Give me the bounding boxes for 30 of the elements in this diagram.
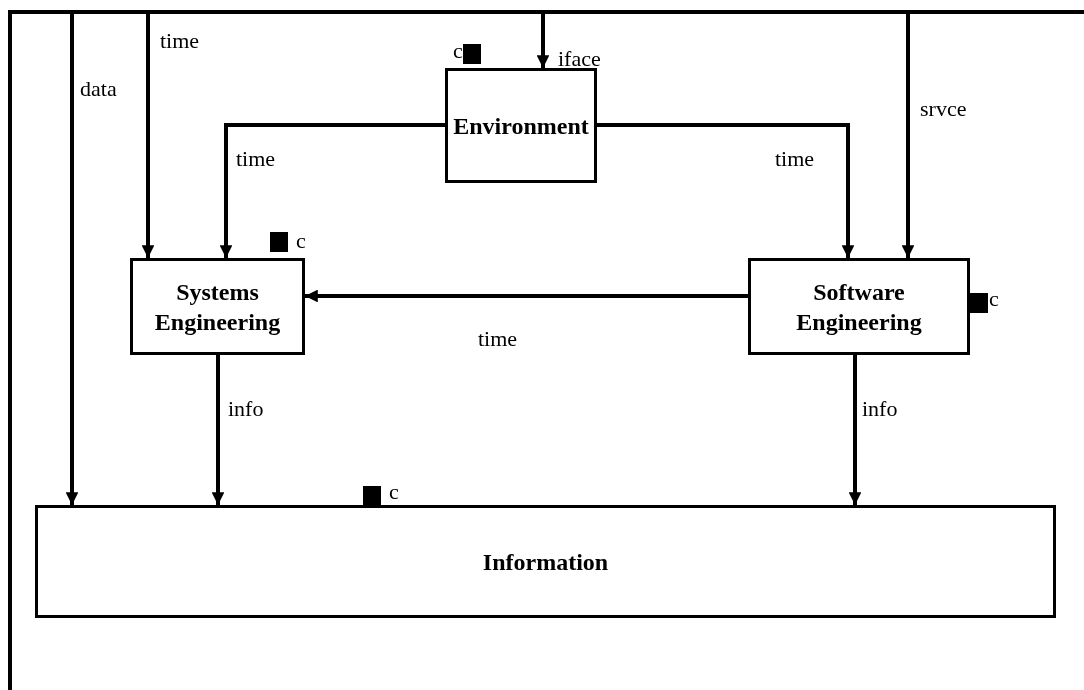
- connector-label: c: [453, 40, 463, 62]
- arrow: [848, 355, 862, 505]
- arrow: [211, 355, 225, 505]
- connector-label: c: [389, 481, 399, 503]
- node-title: Information: [482, 547, 609, 577]
- edge-label: iface: [558, 48, 601, 70]
- process-box: [35, 505, 1056, 618]
- arrow: [219, 123, 445, 258]
- edge-label: time: [160, 30, 200, 52]
- node-title: Environment: [453, 111, 589, 141]
- arrow: [901, 14, 915, 258]
- node-title: Systems Engineering: [153, 277, 282, 337]
- process-box: [748, 258, 970, 355]
- connector-label: c: [989, 288, 999, 310]
- arrow: [141, 14, 155, 258]
- edge-label: data: [80, 78, 117, 100]
- process-box: [445, 68, 597, 183]
- arrow: [536, 14, 550, 68]
- arrow: [305, 289, 748, 303]
- connector-label: c: [296, 230, 306, 252]
- arrow: [65, 14, 79, 505]
- edge-label: time: [478, 328, 518, 350]
- process-box: [130, 258, 305, 355]
- edge-label: info: [862, 398, 898, 420]
- edge-label: time: [775, 148, 815, 170]
- edge-label: info: [228, 398, 264, 420]
- arrow: [597, 123, 855, 258]
- edge-label: srvce: [920, 98, 967, 120]
- edge-label: time: [236, 148, 276, 170]
- node-title: Software Engineering: [795, 277, 923, 337]
